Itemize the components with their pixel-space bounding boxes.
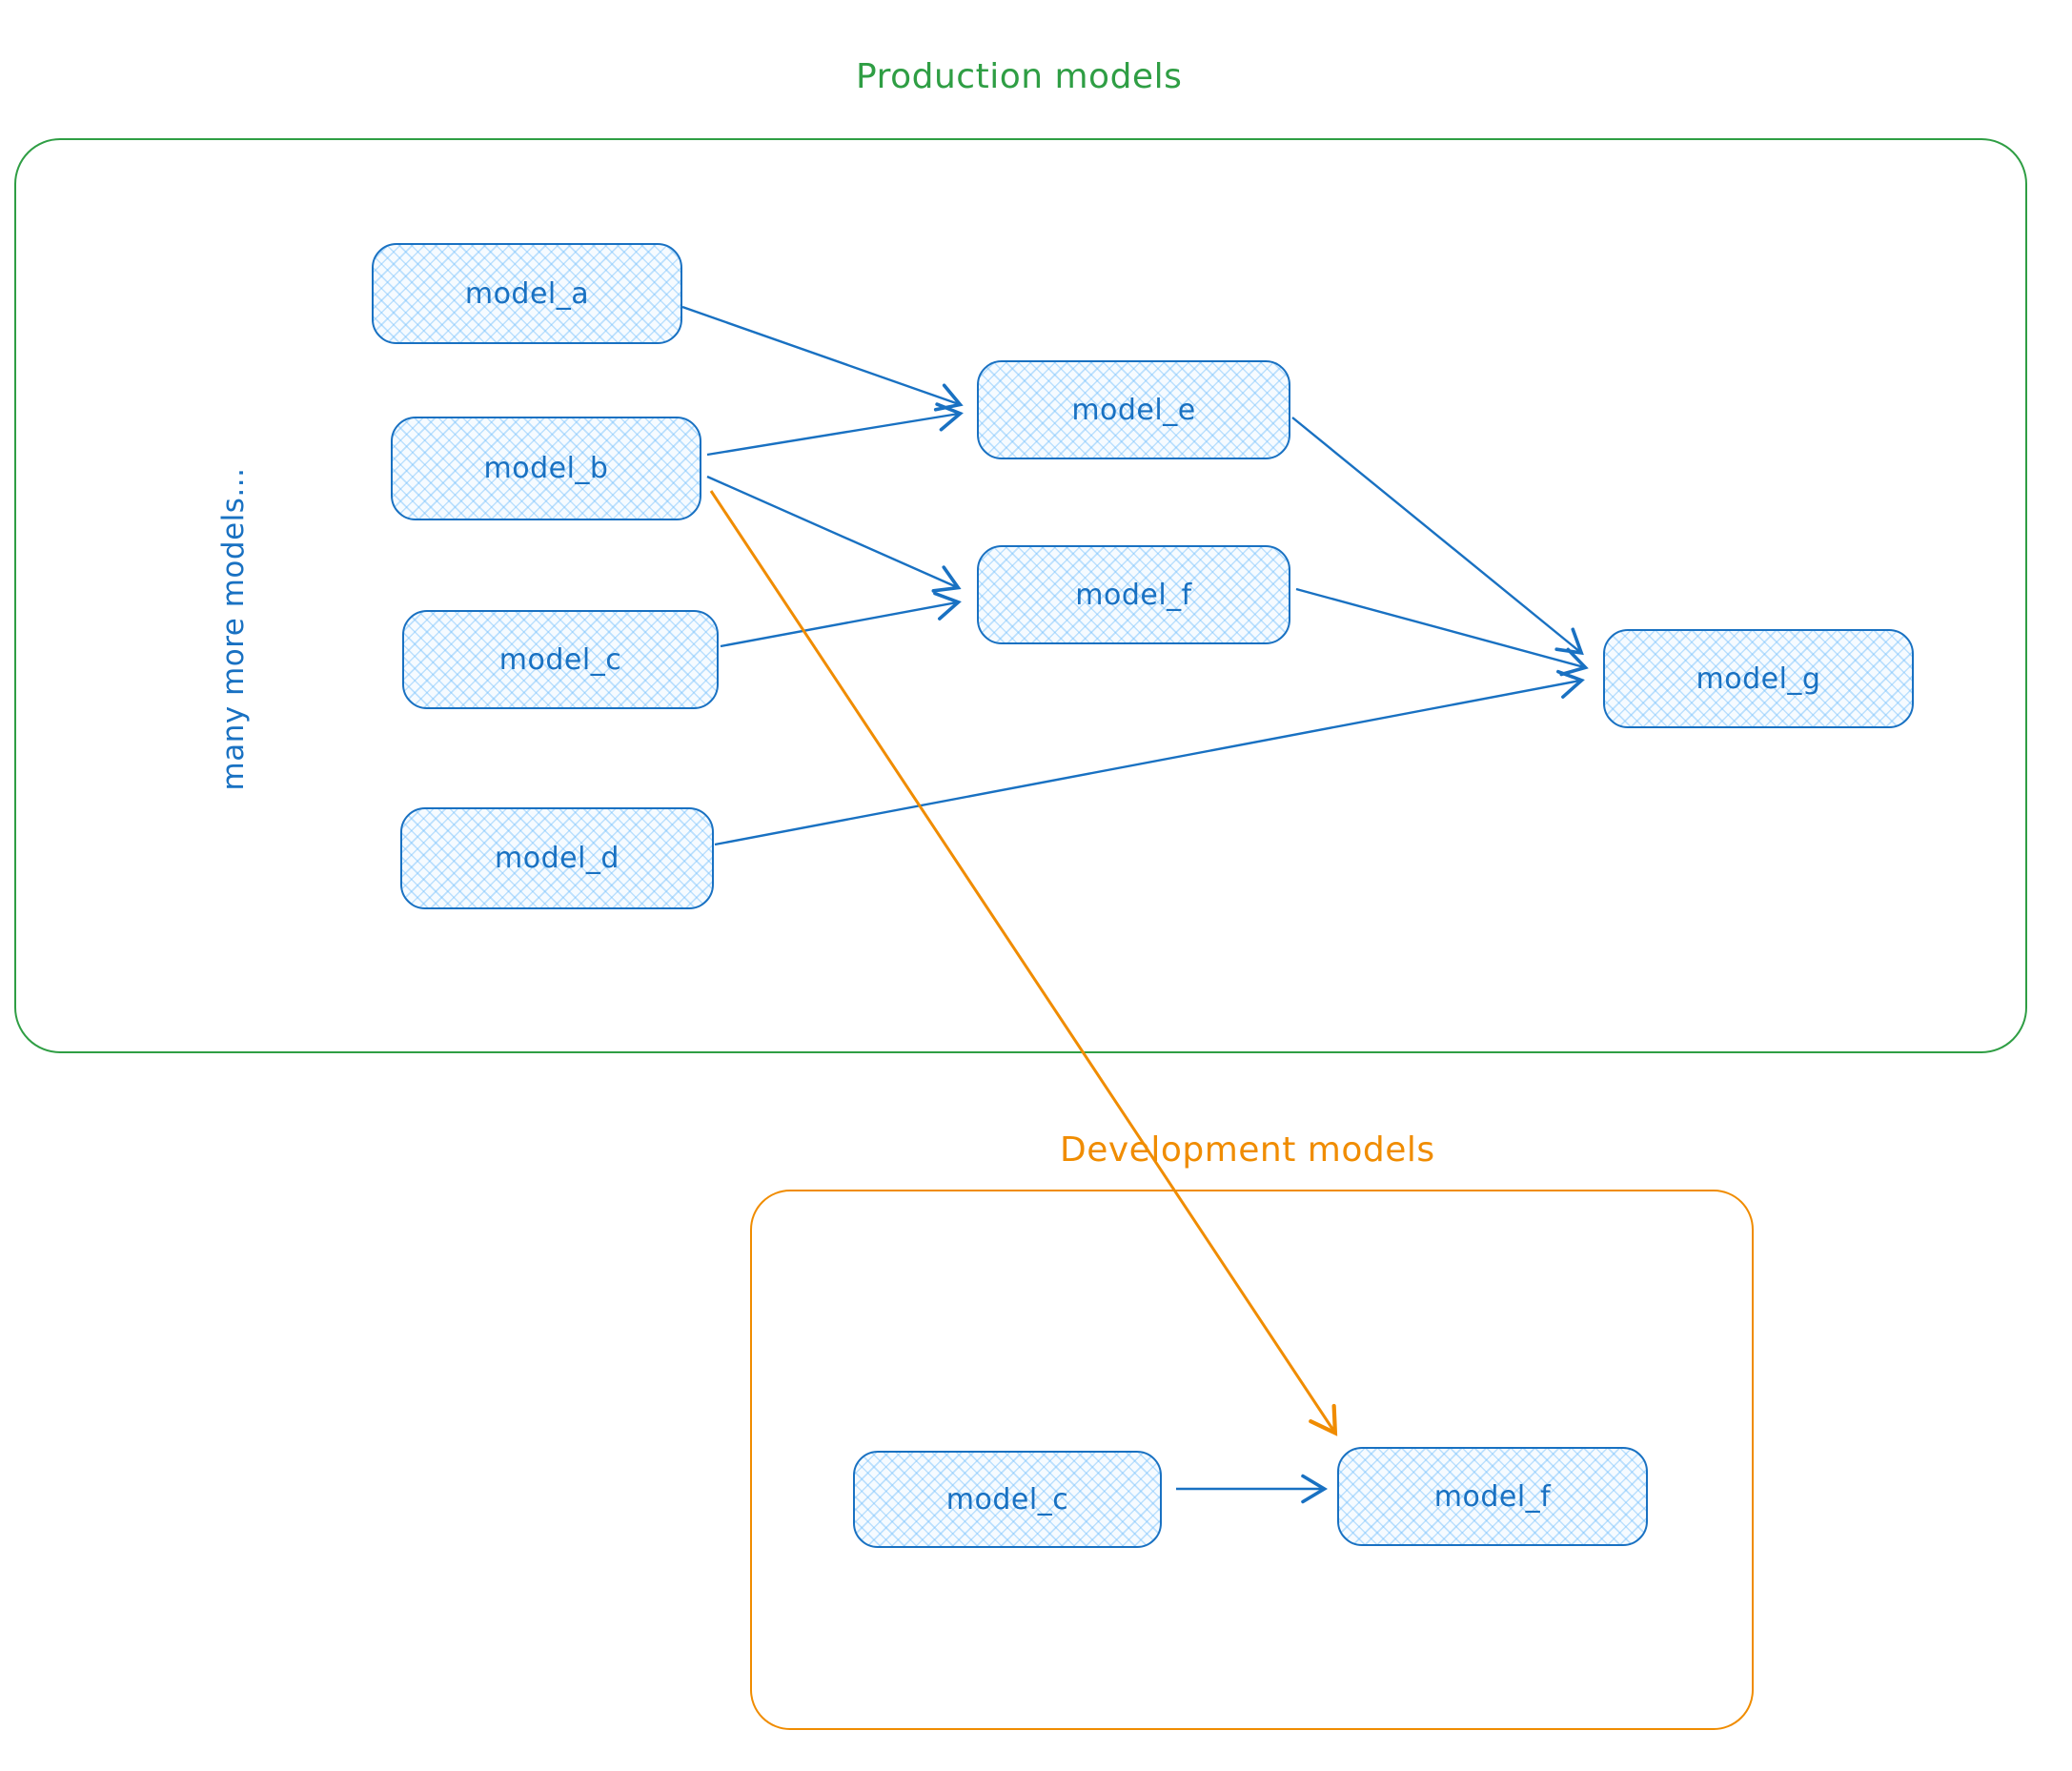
node-model-c-label: model_c (498, 642, 622, 677)
node-model-f: model_f (977, 545, 1290, 644)
node-model-a: model_a (372, 243, 682, 344)
node-model-g: model_g (1603, 629, 1914, 728)
node-dev-model-c: model_c (853, 1451, 1162, 1548)
node-model-e: model_e (977, 360, 1290, 459)
node-model-f-label: model_f (1075, 578, 1192, 612)
node-model-b-label: model_b (483, 452, 609, 485)
node-model-b: model_b (391, 417, 701, 520)
node-dev-model-f-label: model_f (1433, 1479, 1552, 1514)
node-model-e-label: model_e (1071, 393, 1196, 427)
node-model-d-label: model_d (495, 842, 620, 875)
node-model-d: model_d (400, 807, 714, 909)
node-model-a-label: model_a (464, 276, 590, 311)
development-frame-title: Development models (1060, 1130, 1435, 1170)
node-model-g-label: model_g (1696, 662, 1821, 696)
many-more-models-note: many more models... (216, 467, 251, 791)
production-frame-title: Production models (856, 57, 1183, 96)
node-dev-model-c-label: model_c (945, 1482, 1069, 1517)
node-dev-model-f: model_f (1337, 1447, 1648, 1546)
node-model-c: model_c (402, 610, 719, 709)
